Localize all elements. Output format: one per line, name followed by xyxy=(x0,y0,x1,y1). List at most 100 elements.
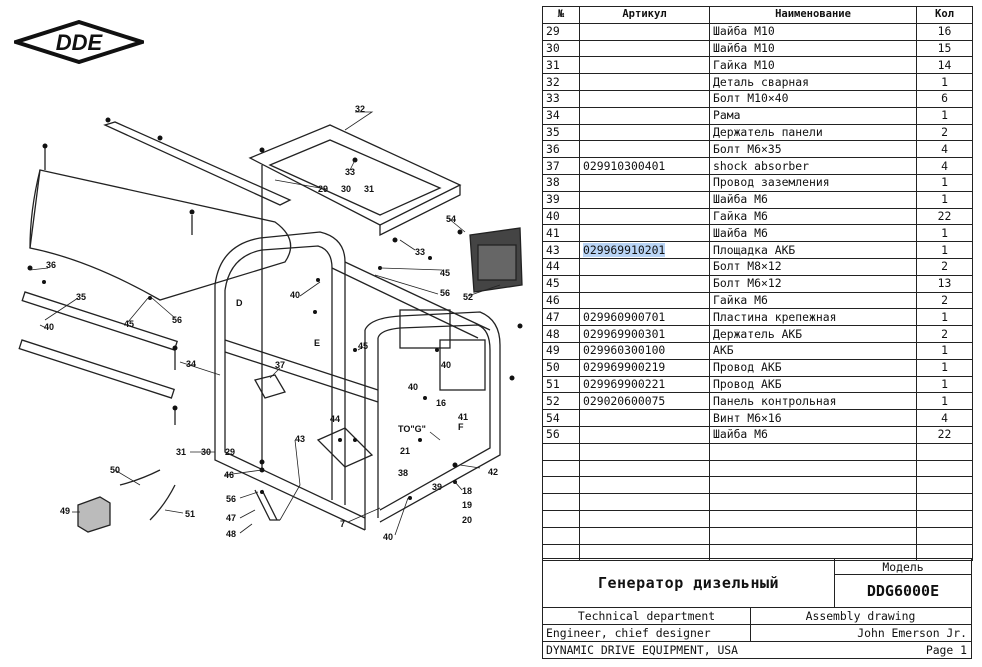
cell-name: Шайба М6 xyxy=(709,425,917,444)
logo-text: DDE xyxy=(56,30,104,55)
cell-qty: 15 xyxy=(916,39,973,58)
cell-qty: 13 xyxy=(916,274,973,293)
cell-num xyxy=(542,493,580,511)
cell-num: 38 xyxy=(542,173,580,192)
cell-article: 029910300401 xyxy=(579,157,710,175)
cell-qty: 1 xyxy=(916,241,973,259)
cell-article xyxy=(579,476,710,495)
cell-name: Рама xyxy=(709,106,917,125)
cell-name: Винт М6×16 xyxy=(709,409,917,427)
svg-text:37: 37 xyxy=(275,360,285,370)
cell-article xyxy=(579,106,710,125)
svg-text:20: 20 xyxy=(462,515,472,525)
cell-article xyxy=(579,39,710,58)
cell-qty: 22 xyxy=(916,207,973,226)
cell-num: 40 xyxy=(542,207,580,226)
cell-article xyxy=(579,257,710,276)
svg-text:56: 56 xyxy=(440,288,450,298)
title-row-engineer: Engineer, chief designer John Emerson Jr… xyxy=(543,624,971,641)
cell-article: 029969910201 xyxy=(579,241,710,259)
table-row xyxy=(542,493,973,511)
cell-name: Болт М8×12 xyxy=(709,257,917,276)
cell-article: 029020600075 xyxy=(579,392,710,411)
svg-text:40: 40 xyxy=(44,322,54,332)
cell-name: Пластина крепежная xyxy=(709,308,917,327)
cell-qty: 1 xyxy=(916,190,973,209)
svg-text:40: 40 xyxy=(441,360,451,370)
svg-text:F: F xyxy=(458,422,464,432)
header-qty: Кол xyxy=(916,6,973,24)
cell-name: Держатель АКБ xyxy=(709,325,917,343)
cell-article xyxy=(579,459,710,478)
cell-name: Провод заземления xyxy=(709,173,917,192)
header-article: Артикул xyxy=(579,6,710,24)
cell-qty: 1 xyxy=(916,106,973,125)
cell-num: 32 xyxy=(542,73,580,91)
cell-qty: 1 xyxy=(916,358,973,377)
cell-qty: 4 xyxy=(916,140,973,159)
cell-num: 54 xyxy=(542,409,580,427)
cell-name: Шайба М6 xyxy=(709,190,917,209)
header-num: № xyxy=(542,6,580,24)
cell-num xyxy=(542,476,580,495)
cell-name: Болт М10×40 xyxy=(709,89,917,108)
svg-text:48: 48 xyxy=(226,529,236,539)
cell-num: 48 xyxy=(542,325,580,343)
svg-text:29: 29 xyxy=(318,184,328,194)
cell-article xyxy=(579,73,710,91)
cell-name xyxy=(709,476,917,495)
cell-num: 52 xyxy=(542,392,580,411)
svg-text:33: 33 xyxy=(415,247,425,257)
cell-article xyxy=(579,173,710,192)
cell-article xyxy=(579,526,710,545)
cell-num: 50 xyxy=(542,358,580,377)
cell-name: Гайка М6 xyxy=(709,207,917,226)
cell-qty: 1 xyxy=(916,375,973,394)
cell-num: 44 xyxy=(542,257,580,276)
engineer-role: Engineer, chief designer xyxy=(546,626,711,640)
dde-logo: DDE xyxy=(9,19,149,65)
cell-name xyxy=(709,442,917,461)
svg-text:35: 35 xyxy=(76,292,86,302)
cell-num: 30 xyxy=(542,39,580,58)
svg-text:56: 56 xyxy=(172,315,182,325)
cell-article: 029969900219 xyxy=(579,358,710,377)
cell-num: 36 xyxy=(542,140,580,159)
cell-qty: 22 xyxy=(916,425,973,444)
svg-text:16: 16 xyxy=(436,398,446,408)
cell-num xyxy=(542,526,580,545)
cell-qty: 14 xyxy=(916,56,973,75)
cell-article xyxy=(579,190,710,209)
cell-num: 29 xyxy=(542,22,580,41)
cell-num xyxy=(542,442,580,461)
cell-article xyxy=(579,493,710,511)
table-row xyxy=(542,509,973,528)
table-row xyxy=(542,526,973,545)
drawing-type: Assembly drawing xyxy=(805,609,916,623)
cell-qty xyxy=(916,509,973,528)
parts-table-header: № Артикул Наименование Кол xyxy=(542,6,973,24)
svg-text:45: 45 xyxy=(358,341,368,351)
cell-name xyxy=(709,526,917,545)
cell-qty: 4 xyxy=(916,409,973,427)
svg-text:40: 40 xyxy=(290,290,300,300)
cell-qty: 1 xyxy=(916,173,973,192)
svg-text:39: 39 xyxy=(432,482,442,492)
svg-text:32: 32 xyxy=(355,104,365,114)
cell-name xyxy=(709,459,917,478)
svg-text:31: 31 xyxy=(176,447,186,457)
cell-article xyxy=(579,224,710,243)
svg-text:34: 34 xyxy=(186,359,196,369)
